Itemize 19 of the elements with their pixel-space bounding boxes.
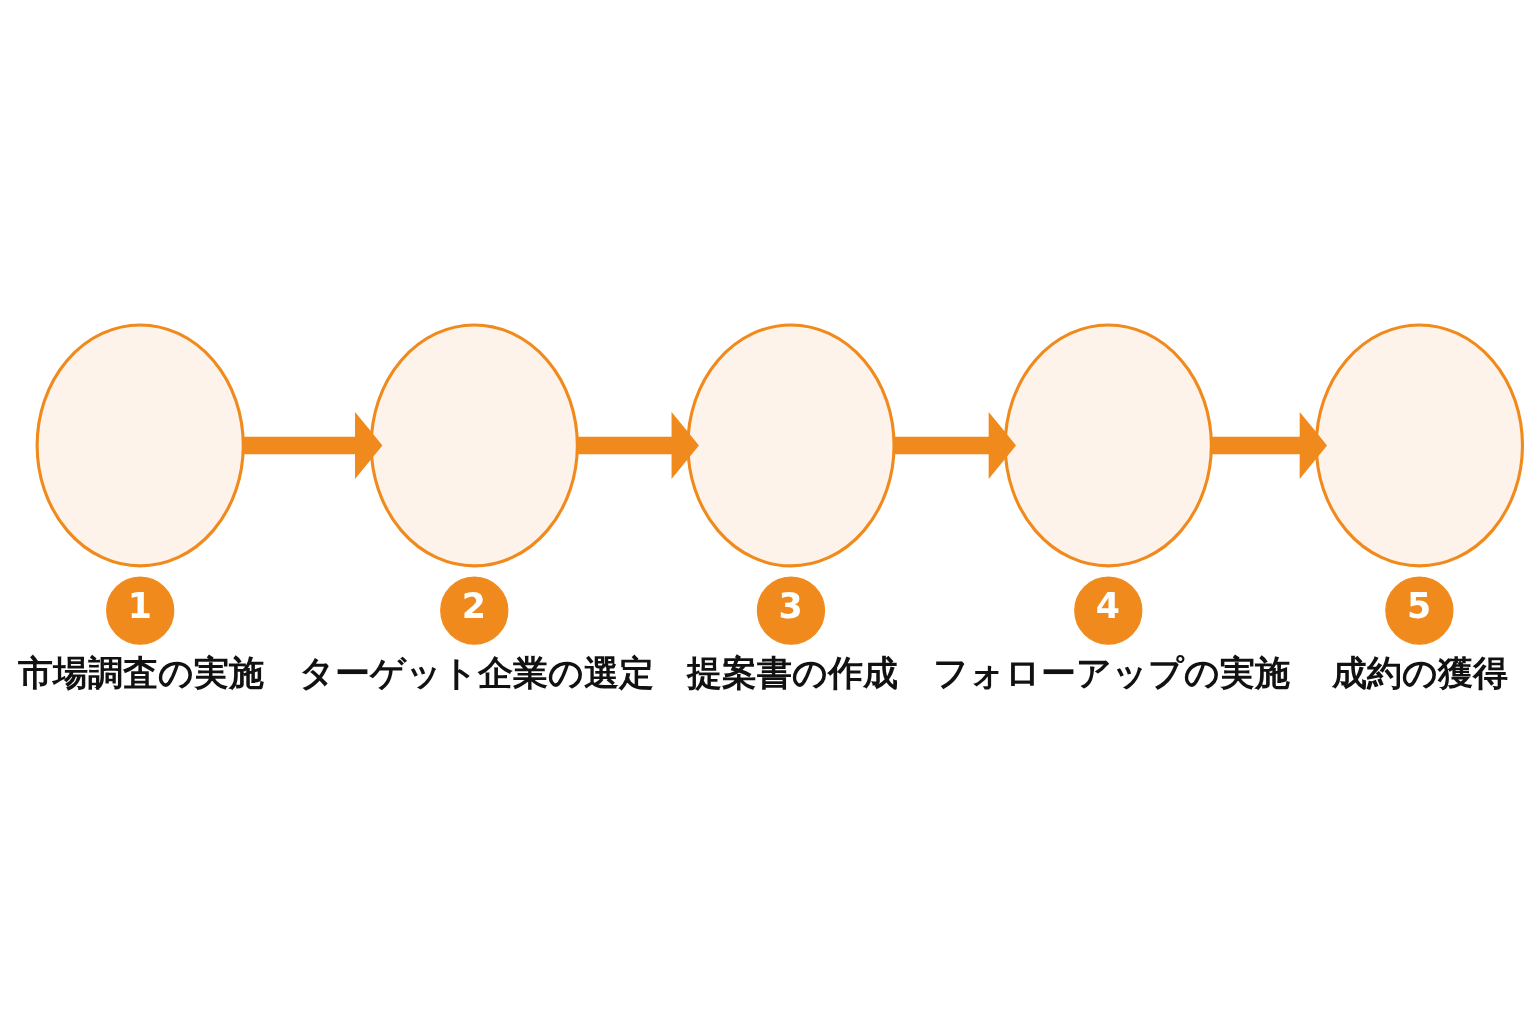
arrow [577, 411, 699, 479]
arrow [894, 411, 1017, 479]
arrow [1211, 411, 1328, 479]
node-label: 1 [127, 585, 152, 626]
node-label: ターゲット企業の選定 [299, 652, 655, 693]
arrow [243, 411, 383, 479]
node-label: 市場調査の実施 [18, 652, 265, 693]
node-label: 3 [778, 585, 803, 626]
node-label: 成約の獲得 [1332, 652, 1509, 693]
node-circle [35, 322, 245, 567]
node-circle [686, 322, 896, 567]
node-label: 4 [1095, 585, 1121, 626]
node-label: 提案書の作成 [686, 652, 898, 693]
node-circle [369, 322, 579, 567]
node-label: フォローアップの実施 [932, 652, 1290, 693]
node-label: 5 [1406, 585, 1432, 626]
node-circle [1314, 322, 1525, 567]
node-label: 2 [461, 585, 487, 626]
node-circle [1003, 322, 1213, 567]
